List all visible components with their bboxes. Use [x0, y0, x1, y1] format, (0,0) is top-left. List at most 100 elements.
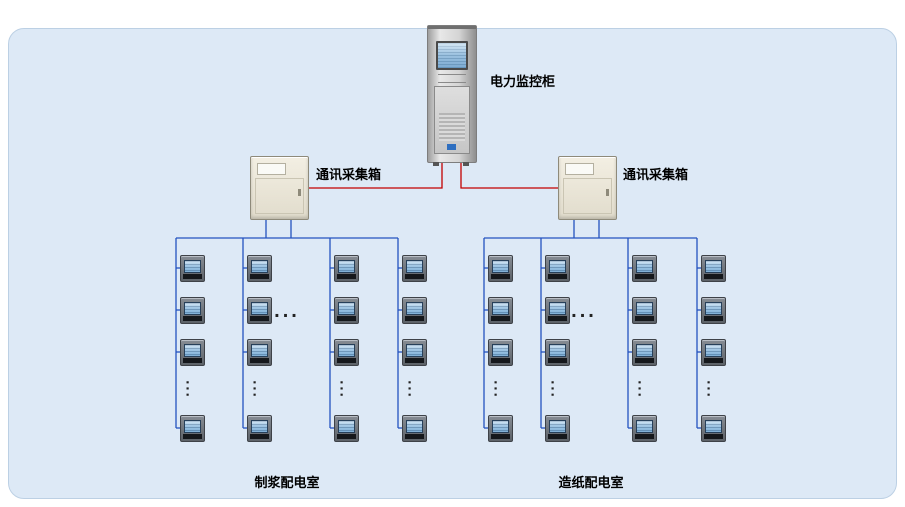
power-meter — [632, 297, 657, 324]
meter-display — [251, 260, 268, 273]
box-latch — [298, 189, 301, 196]
meter-display — [184, 260, 201, 273]
meter-terminals — [704, 316, 723, 321]
more-meters-ellipsis: ... — [490, 380, 508, 399]
power-meter — [402, 297, 427, 324]
meter-display — [549, 420, 566, 433]
meter-terminals — [250, 358, 269, 363]
power-meter — [334, 297, 359, 324]
more-columns-ellipsis-left: ... — [274, 300, 300, 322]
meter-display — [636, 302, 653, 315]
meter-terminals — [183, 274, 202, 279]
meter-display — [492, 260, 509, 273]
meter-terminals — [250, 316, 269, 321]
meter-terminals — [491, 316, 510, 321]
power-meter — [334, 255, 359, 282]
comm-collection-box-left — [250, 156, 309, 220]
meter-display — [492, 420, 509, 433]
power-meter — [402, 339, 427, 366]
meter-display — [636, 260, 653, 273]
meter-display — [338, 420, 355, 433]
cabinet-panel-slots — [438, 74, 466, 83]
comm-collection-box-right — [558, 156, 617, 220]
meter-display — [549, 260, 566, 273]
power-meter — [402, 255, 427, 282]
meter-terminals — [635, 274, 654, 279]
meter-display — [251, 344, 268, 357]
box-label-sticker — [257, 163, 286, 175]
power-meter — [334, 415, 359, 442]
meter-display — [338, 344, 355, 357]
meter-display — [184, 420, 201, 433]
meter-display — [705, 260, 722, 273]
cabinet-top-cap — [428, 26, 476, 29]
meter-display — [492, 302, 509, 315]
cabinet-vent-grille — [439, 113, 465, 141]
power-meter — [247, 297, 272, 324]
meter-display — [636, 344, 653, 357]
power-meter — [180, 297, 205, 324]
power-meter — [545, 415, 570, 442]
meter-terminals — [491, 358, 510, 363]
meter-terminals — [183, 358, 202, 363]
box-door-seam — [563, 178, 612, 214]
meter-terminals — [250, 434, 269, 439]
cabinet-screen — [436, 41, 468, 70]
power-meter — [632, 255, 657, 282]
power-meter — [488, 297, 513, 324]
power-meter — [545, 339, 570, 366]
cabinet-logo — [447, 144, 456, 150]
power-meter — [701, 255, 726, 282]
more-meters-ellipsis: ... — [249, 380, 267, 399]
meter-display — [406, 302, 423, 315]
more-meters-ellipsis: ... — [634, 380, 652, 399]
power-meter — [701, 415, 726, 442]
meter-display — [549, 302, 566, 315]
power-monitoring-cabinet — [427, 25, 477, 166]
comm-box-right-label: 通讯采集箱 — [623, 167, 689, 182]
meter-display — [492, 344, 509, 357]
power-meter — [632, 339, 657, 366]
meter-terminals — [548, 434, 567, 439]
more-meters-ellipsis: ... — [404, 380, 422, 399]
room-left-label: 制浆配电室 — [254, 475, 320, 490]
meter-terminals — [548, 316, 567, 321]
more-columns-ellipsis-right: ... — [571, 300, 597, 322]
box-latch — [606, 189, 609, 196]
meter-terminals — [491, 274, 510, 279]
power-meter — [488, 255, 513, 282]
power-meter — [488, 415, 513, 442]
power-meter — [180, 255, 205, 282]
meter-display — [549, 344, 566, 357]
cabinet-label: 电力监控柜 — [490, 74, 556, 89]
meter-terminals — [337, 358, 356, 363]
meter-terminals — [635, 316, 654, 321]
power-meter — [701, 297, 726, 324]
power-meter — [545, 297, 570, 324]
meter-terminals — [183, 316, 202, 321]
comm-box-left-label: 通讯采集箱 — [316, 167, 382, 182]
meter-terminals — [704, 274, 723, 279]
power-meter — [247, 415, 272, 442]
meter-terminals — [337, 434, 356, 439]
more-meters-ellipsis: ... — [182, 380, 200, 399]
meter-terminals — [635, 358, 654, 363]
meter-display — [251, 302, 268, 315]
meter-display — [705, 344, 722, 357]
meter-display — [184, 344, 201, 357]
power-meter — [334, 339, 359, 366]
meter-terminals — [548, 358, 567, 363]
meter-display — [251, 420, 268, 433]
meter-terminals — [337, 316, 356, 321]
more-meters-ellipsis: ... — [703, 380, 721, 399]
meter-display — [636, 420, 653, 433]
power-meter — [247, 339, 272, 366]
power-meter — [701, 339, 726, 366]
more-meters-ellipsis: ... — [547, 380, 565, 399]
meter-display — [406, 344, 423, 357]
meter-display — [406, 420, 423, 433]
meter-terminals — [704, 358, 723, 363]
meter-terminals — [548, 274, 567, 279]
box-door-seam — [255, 178, 304, 214]
